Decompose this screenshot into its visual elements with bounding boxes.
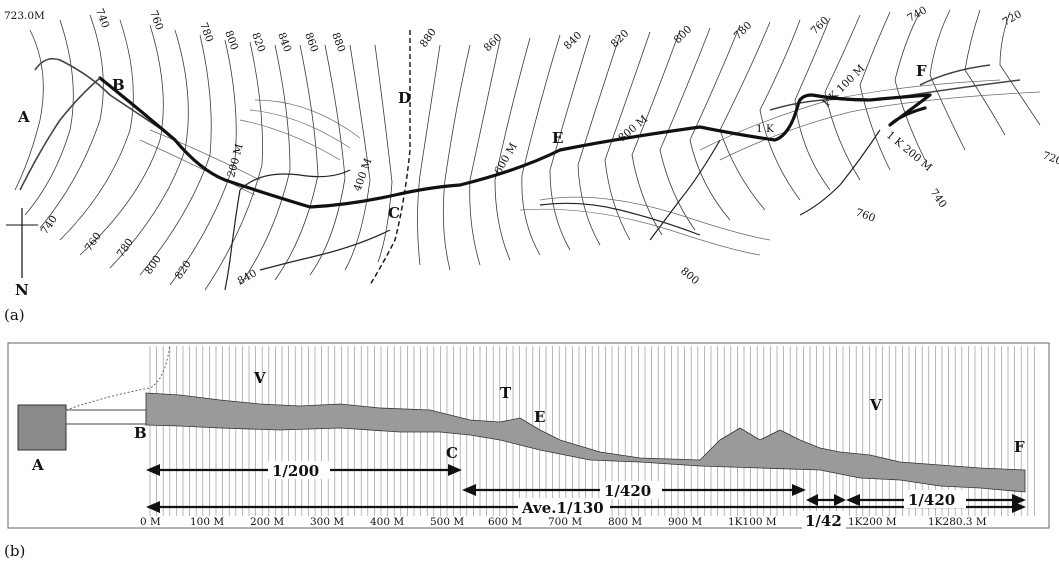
point-a-map: A [17, 108, 30, 126]
distance-tick-label: 500 M [430, 516, 464, 528]
contour-label: 760 [147, 9, 165, 32]
distance-ticks: 0 M 100 M 200 M 300 M 400 M 500 M 600 M 700 M 80… [140, 516, 987, 528]
point-b-map: B [112, 76, 125, 94]
caption-a: (a) [4, 306, 25, 324]
contour-label: 720 [1041, 150, 1059, 168]
start-elevation-label: 723.0M [4, 10, 45, 22]
point-d-map: D [398, 89, 411, 107]
contour-label: 740 [39, 213, 60, 236]
portal-approach [65, 409, 147, 425]
contour-map: N 723.0M 740 760 780 800 820 840 860 880… [4, 4, 1059, 324]
portal-track-a [19, 77, 101, 191]
distance-tick-label: 100 M [190, 516, 224, 528]
contour-label: 780 [732, 19, 755, 42]
tunnel-profile: 1/200 1/420 Ave.1/130 1/42 1/420 A B C E… [4, 342, 1050, 560]
contour-labels-right: 720 740 760 800 [678, 150, 1059, 288]
chainage-label: 1 K 200 M [884, 129, 934, 174]
contour-label: 880 [329, 31, 347, 54]
gradient-average: Ave.1/130 [521, 499, 604, 517]
contour-label: 740 [93, 7, 111, 30]
contour-labels-top: 740 760 780 800 820 840 860 880 880 860 … [93, 4, 1024, 54]
gradient-1-420-a: 1/420 [604, 482, 651, 500]
profile-mass [145, 392, 1026, 493]
profile-frame [7, 342, 1050, 529]
map-points: A B C D E F [17, 62, 927, 222]
point-a-profile: A [31, 456, 44, 474]
contour-label: 760 [809, 14, 832, 37]
gradient-1-42: 1/42 [805, 512, 842, 530]
contour-label: 820 [609, 27, 632, 50]
chainage-label: 800 M [616, 113, 650, 144]
contour-label: 880 [418, 26, 439, 49]
point-b-profile: B [134, 424, 147, 442]
contour-label: 780 [115, 236, 136, 259]
contour-label: 760 [854, 207, 877, 225]
streams [34, 57, 1021, 291]
contour-label: 800 [678, 265, 701, 287]
tunnel-alignment [98, 76, 932, 209]
gradient-1-200: 1/200 [272, 462, 319, 480]
distance-tick-label: 1K100 M [728, 516, 777, 528]
point-f-profile: F [1014, 438, 1025, 456]
distance-tick-label: 700 M [548, 516, 582, 528]
ridge-axis-d [369, 30, 411, 286]
contours-left [14, 14, 393, 291]
point-c-map: C [388, 204, 400, 222]
profile-points: A B C E F T V V [31, 369, 1025, 474]
point-e-map: E [552, 129, 563, 147]
north-arrow: N [6, 208, 38, 299]
gradient-1-420-b: 1/420 [908, 491, 955, 509]
contour-label: 740 [906, 4, 929, 24]
portal-block [17, 404, 67, 451]
contour-label: 860 [482, 31, 505, 54]
contour-label: 840 [275, 31, 293, 54]
distance-tick-label: 200 M [250, 516, 284, 528]
distance-tick-label: 900 M [668, 516, 702, 528]
chainage-label: 1 K [756, 123, 774, 135]
point-f-map: F [916, 62, 927, 80]
chainage-label: 400 M [352, 157, 375, 193]
north-label: N [15, 281, 29, 299]
contours-right [417, 9, 1041, 271]
contour-label: 820 [173, 258, 194, 281]
distance-tick-label: 1K280.3 M [928, 516, 987, 528]
point-c-profile: C [446, 444, 458, 462]
chainage-label: 200 M [225, 142, 245, 178]
distance-tick-label: 800 M [608, 516, 642, 528]
point-v1-profile: V [253, 369, 266, 387]
point-e-profile: E [534, 408, 545, 426]
distance-tick-label: 600 M [488, 516, 522, 528]
contour-label: 840 [562, 29, 585, 52]
distance-tick-label: 1K200 M [848, 516, 897, 528]
contour-label: 740 [928, 187, 949, 210]
caption-b: (b) [4, 542, 25, 560]
contour-label: 720 [1001, 8, 1024, 28]
point-t-profile: T [500, 384, 512, 402]
contour-label: 800 [222, 29, 240, 52]
distance-tick-label: 300 M [310, 516, 344, 528]
contour-label: 860 [302, 31, 320, 54]
contour-label: 840 [236, 267, 259, 287]
contour-label: 800 [143, 253, 164, 276]
gradient-labels: 1/200 1/420 Ave.1/130 1/42 1/420 [268, 461, 966, 530]
point-v2-profile: V [869, 396, 882, 414]
contour-label: 760 [83, 230, 104, 253]
distance-tick-label: 400 M [370, 516, 404, 528]
contour-label: 780 [197, 21, 215, 44]
contour-labels-bottom: 740 760 780 800 820 840 [39, 213, 259, 287]
distance-tick-label: 0 M [140, 516, 161, 528]
